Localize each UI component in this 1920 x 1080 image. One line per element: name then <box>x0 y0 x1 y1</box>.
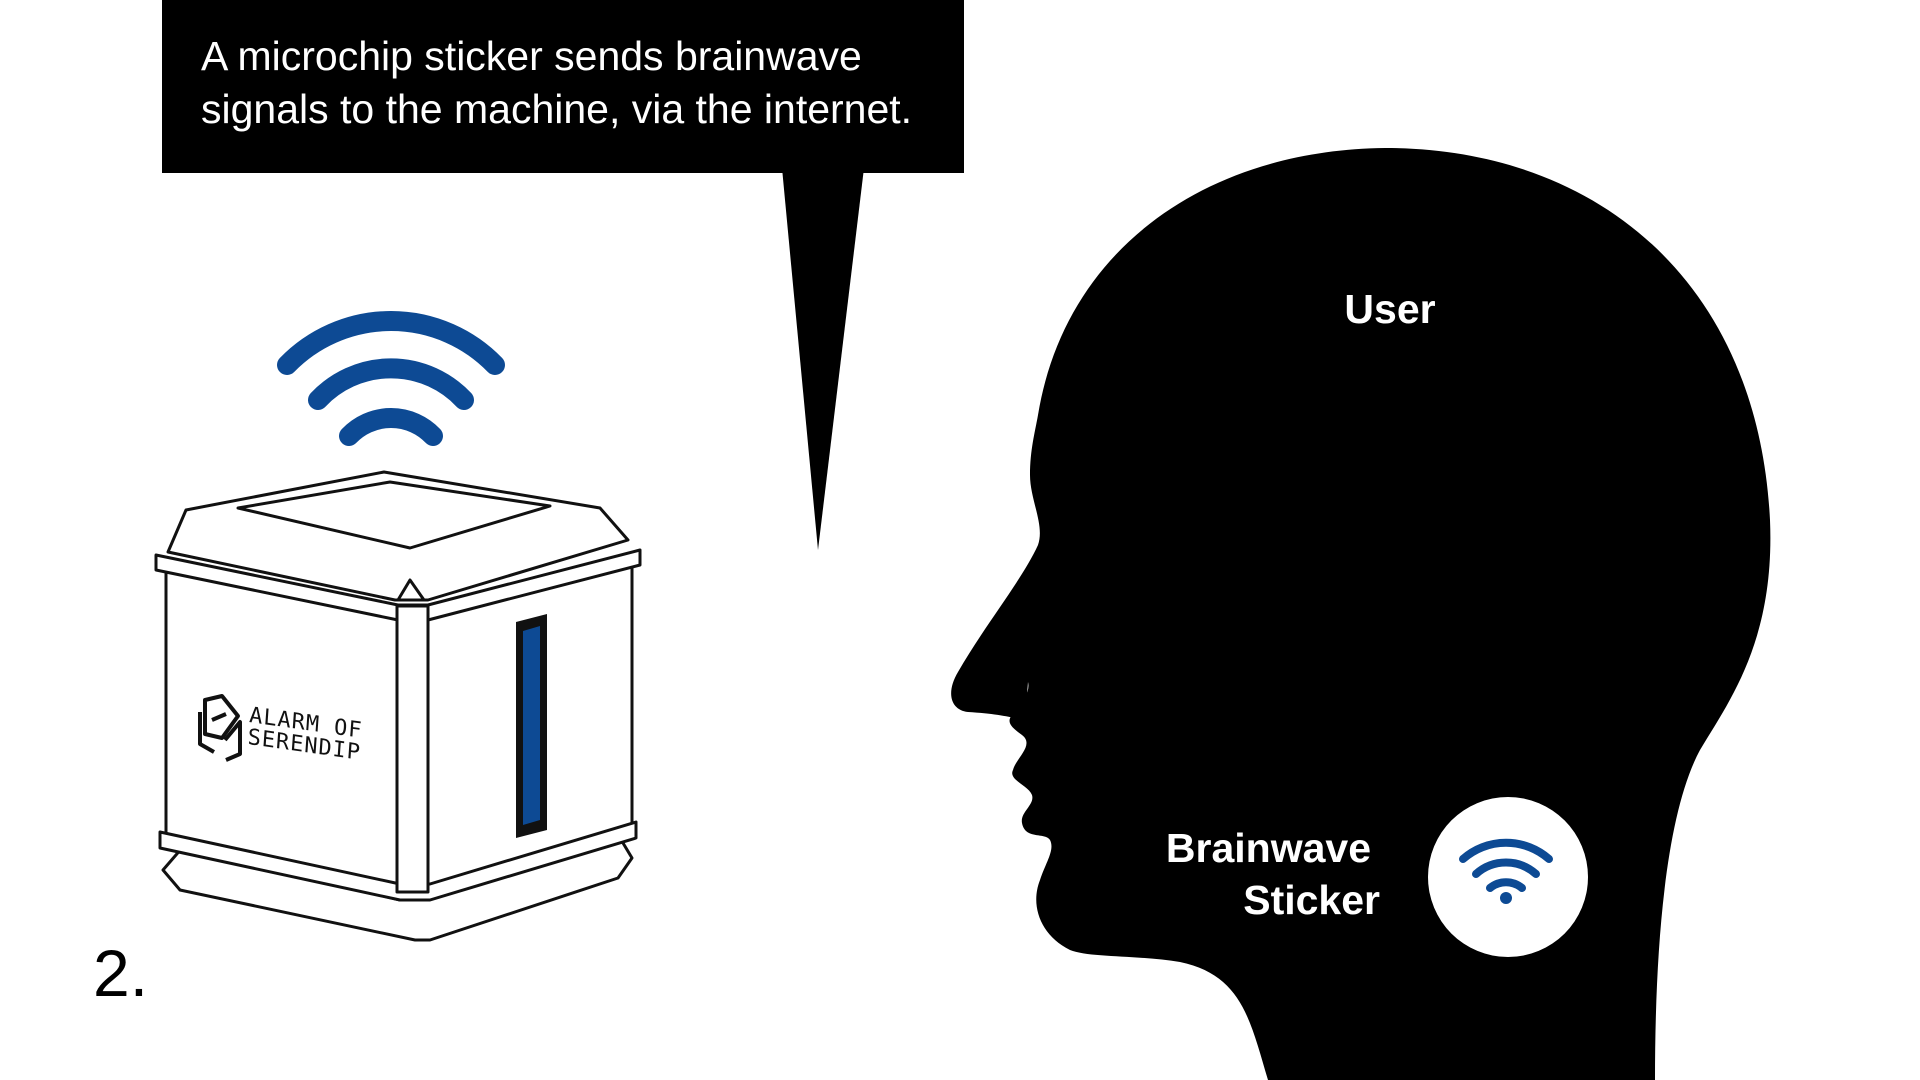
device-signal-icon <box>277 311 505 446</box>
brainwave-sticker <box>1428 797 1588 957</box>
wifi-icon-dot <box>1500 892 1512 904</box>
sticker-circle <box>1428 797 1588 957</box>
sticker-label-line-1: Brainwave <box>1165 825 1371 871</box>
device-light-bar <box>516 614 547 838</box>
device-box <box>154 470 642 942</box>
user-label: User <box>1344 286 1436 332</box>
step-number: 2. <box>93 936 149 1010</box>
brainwave-sticker-label: Brainwave Sticker <box>1080 822 1380 926</box>
speech-bubble-caption: A microchip sticker sends brainwave sign… <box>201 30 961 136</box>
aos-logo-icon <box>198 694 242 762</box>
sticker-label-line-2: Sticker <box>1243 877 1380 923</box>
caption-line-1: A microchip sticker sends brainwave <box>201 33 862 79</box>
speech-bubble <box>162 0 964 550</box>
wifi-icon <box>1459 838 1553 892</box>
speech-bubble-box <box>162 0 964 173</box>
speech-bubble-tail <box>782 168 864 550</box>
caption-line-2: signals to the machine, via the internet… <box>201 86 913 132</box>
